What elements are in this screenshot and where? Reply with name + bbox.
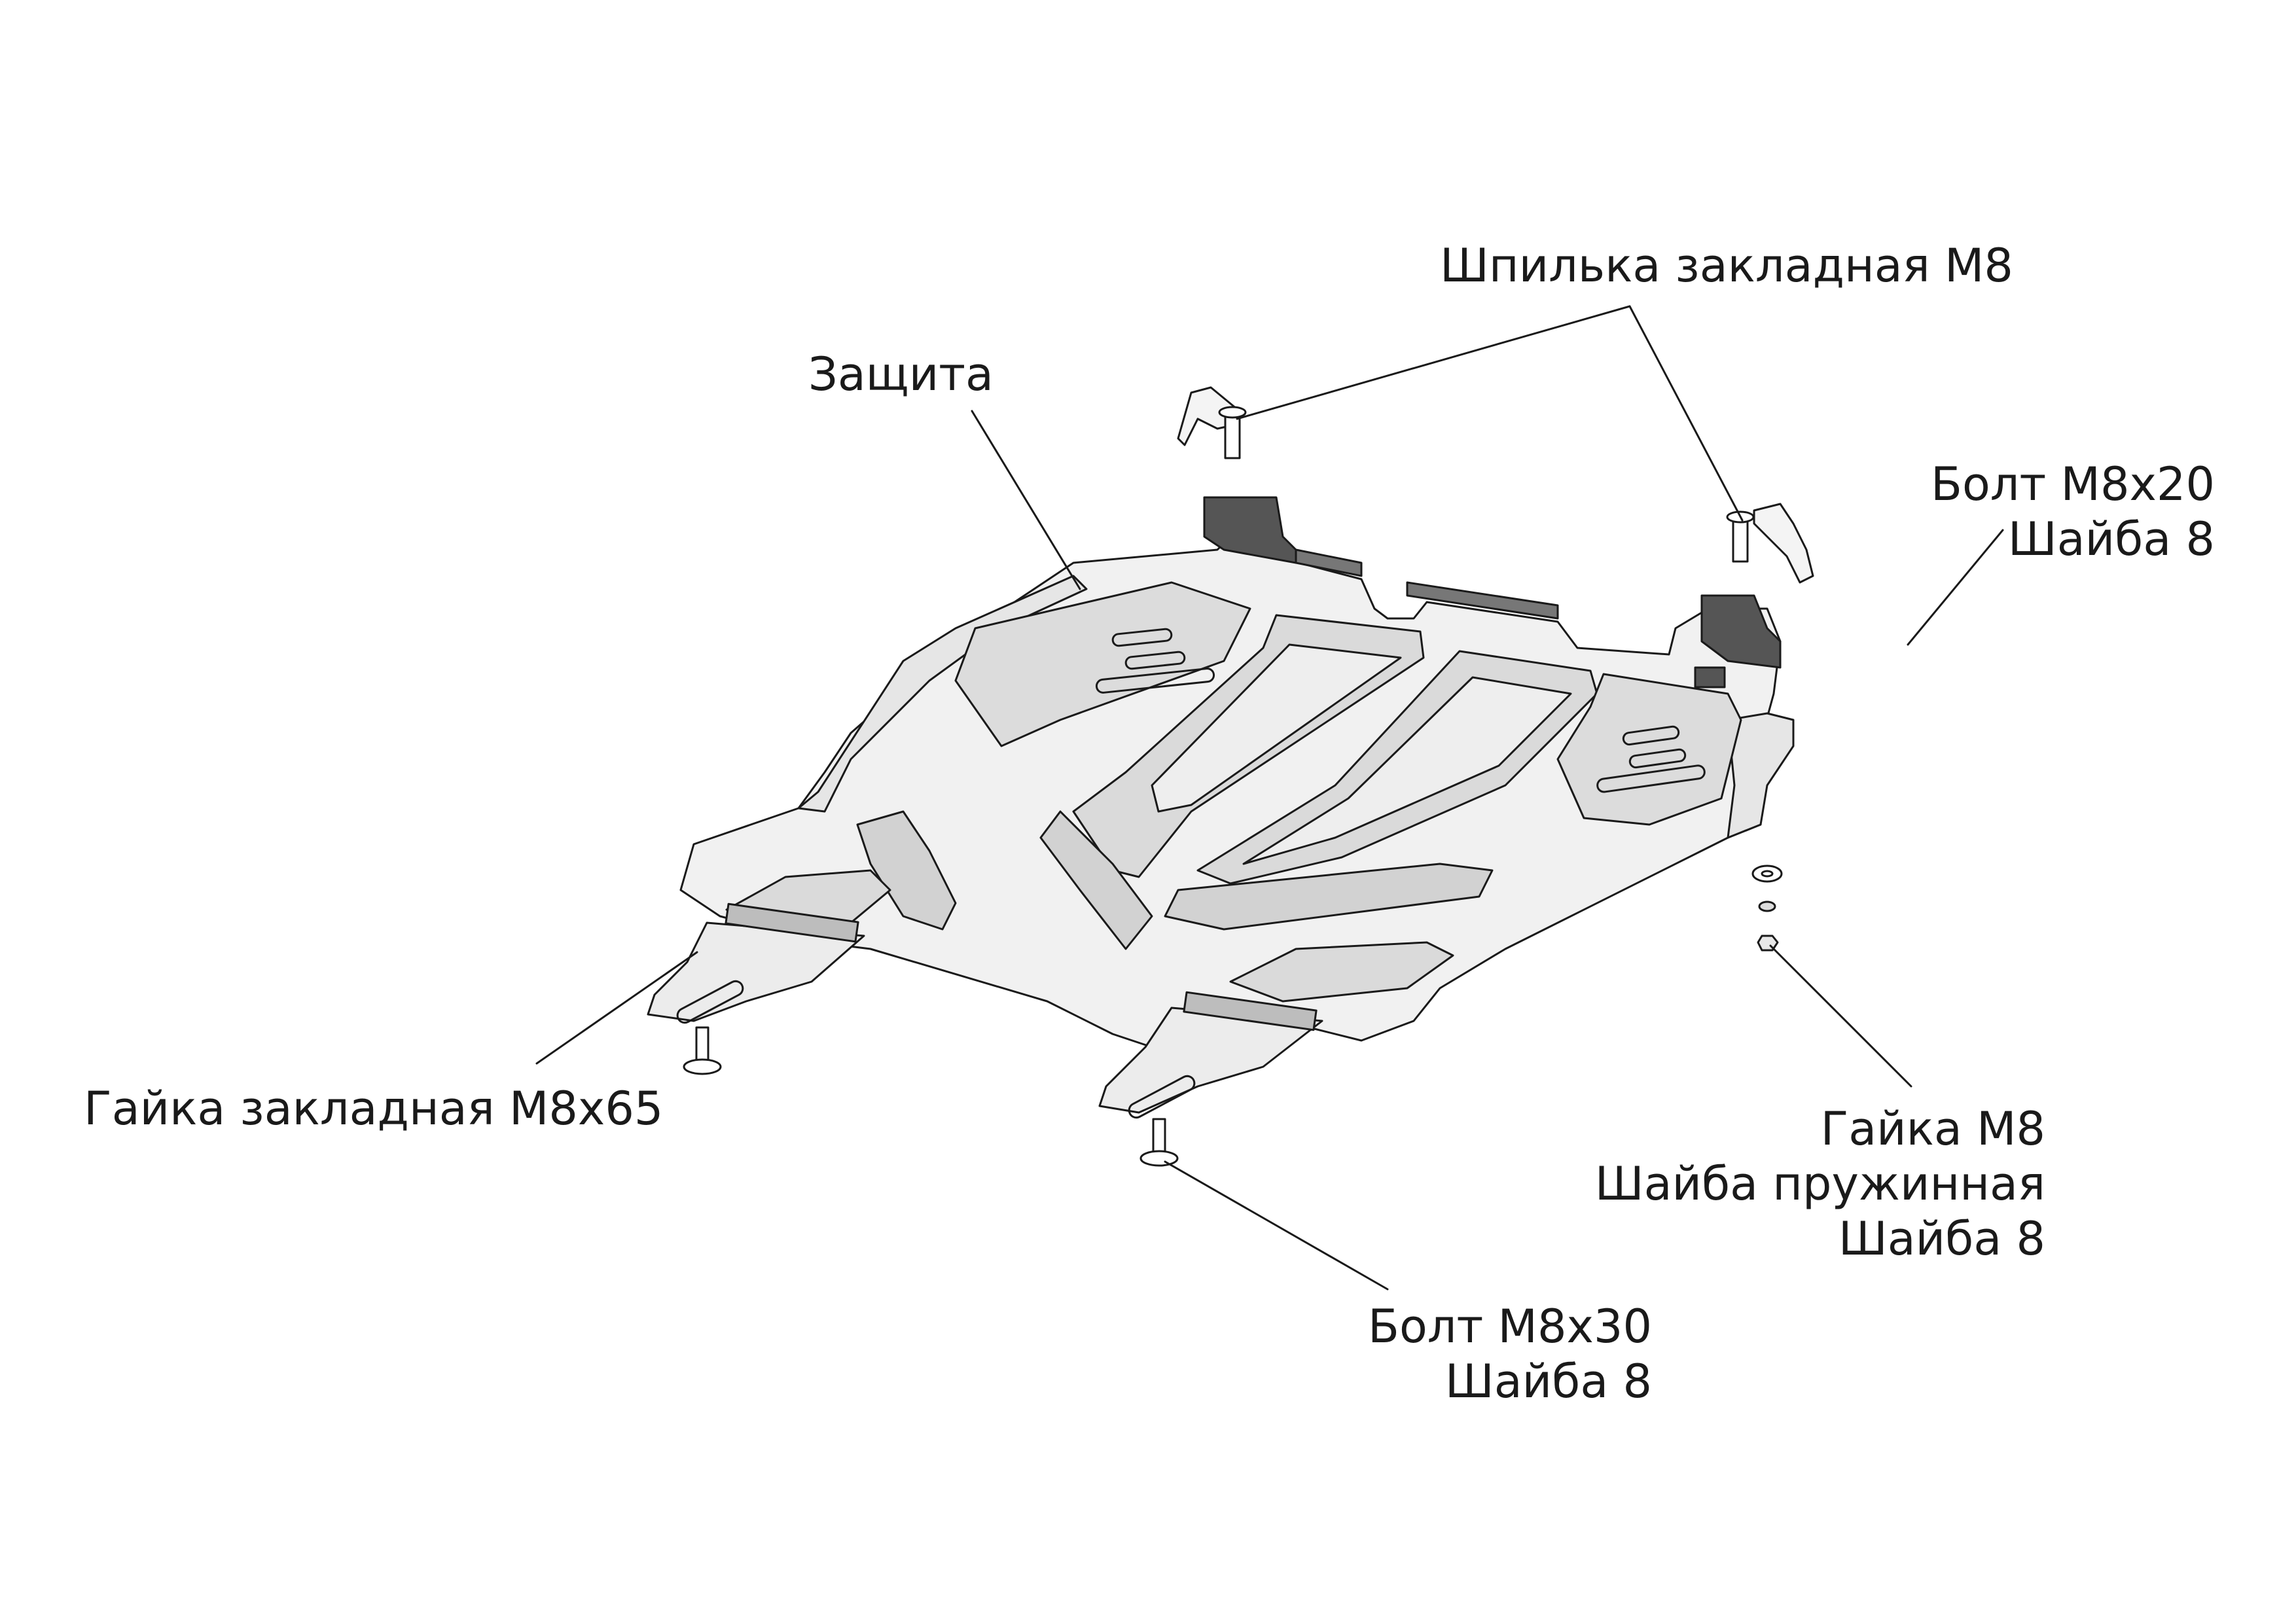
label-bolt-top-line1: Болт М8х20 [1930, 457, 2215, 511]
front-left-mount-tab [647, 921, 865, 1022]
label-stud-text: Шпилька закладная М8 [1440, 239, 2013, 293]
label-embedded-nut: Гайка закладная М8х65 [84, 1081, 663, 1136]
stud-right-shank [1732, 516, 1749, 563]
front-right-bolt-shank [1152, 1118, 1166, 1154]
right-flange [1727, 712, 1795, 839]
flat-washer-hole [1761, 870, 1774, 878]
front-right-bolt [1139, 1118, 1179, 1167]
spring-washer [1758, 901, 1776, 912]
slot-5 [1628, 748, 1687, 769]
stud-left-head [1218, 406, 1247, 419]
front-right-clamp [1183, 991, 1318, 1031]
front-left-bolt [683, 1026, 722, 1075]
front-left-clamp [725, 902, 859, 943]
front-left-bolt-washer [683, 1058, 722, 1075]
slot-4 [1622, 725, 1680, 746]
stud-left [1177, 386, 1247, 459]
label-stud: Шпилька закладная М8 [1440, 238, 2013, 293]
leader-embedded-nut [535, 951, 698, 1065]
flat-washer [1751, 865, 1783, 883]
lower-channel-center [1039, 810, 1153, 950]
label-nut-set: Гайка М8 Шайба пружинная Шайба 8 [1595, 1101, 2045, 1266]
stud-right-bracket [1753, 503, 1814, 584]
label-bolt-bottom-line1: Болт М8х30 [1367, 1300, 1652, 1353]
center-pocket-inner-left [1151, 643, 1402, 813]
label-bolt-bottom: Болт М8х30 Шайба 8 [1368, 1299, 1652, 1409]
label-nut-set-line2: Шайба пружинная [1594, 1157, 2045, 1211]
rear-right-tab [1700, 594, 1782, 669]
label-bolt-top: Болт М8х20 Шайба 8 [1931, 457, 2215, 567]
label-guard: Защита [808, 347, 994, 402]
rear-square-hole [1694, 666, 1726, 688]
right-rib [1556, 673, 1742, 826]
slot-3 [1095, 668, 1215, 694]
front-left-bolt-shank [695, 1026, 709, 1063]
front-left-mount-slot [676, 980, 744, 1024]
label-guard-text: Защита [808, 348, 994, 401]
leader-bolt-bottom [1164, 1160, 1389, 1291]
label-embedded-nut-text: Гайка закладная М8х65 [84, 1082, 664, 1135]
leader-guard [971, 410, 1081, 590]
label-bolt-bottom-line2: Шайба 8 [1444, 1355, 1652, 1408]
rear-left-strip [1295, 548, 1363, 577]
front-right-pocket [1229, 941, 1454, 1003]
label-bolt-top-line2: Шайба 8 [2007, 512, 2215, 566]
label-nut-set-line1: Гайка М8 [1820, 1102, 2045, 1156]
skid-plate [647, 496, 1795, 1119]
leader-bolt-top [1907, 529, 2004, 646]
leader-nut-set [1769, 944, 1912, 1088]
left-flange [797, 575, 1088, 813]
nut-washer-stack [1751, 865, 1783, 952]
front-right-bolt-washer [1139, 1150, 1179, 1167]
hex-nut [1757, 935, 1779, 952]
front-right-mount-slot [1128, 1075, 1196, 1119]
leader-stud-right [1628, 305, 1744, 522]
leader-lines [535, 305, 2004, 1291]
lower-channel-left [856, 810, 957, 931]
slot-6 [1596, 764, 1706, 793]
slot-2 [1124, 651, 1186, 670]
front-right-mount-tab [1098, 1007, 1323, 1114]
label-nut-set-line3: Шайба 8 [1838, 1212, 2045, 1266]
center-pocket-inner-right [1242, 676, 1572, 865]
left-rib [954, 581, 1251, 747]
rear-center-strip [1406, 581, 1559, 620]
slot-1 [1111, 628, 1173, 647]
lower-channel-right [1164, 863, 1494, 931]
leader-stud-left [1236, 305, 1631, 420]
